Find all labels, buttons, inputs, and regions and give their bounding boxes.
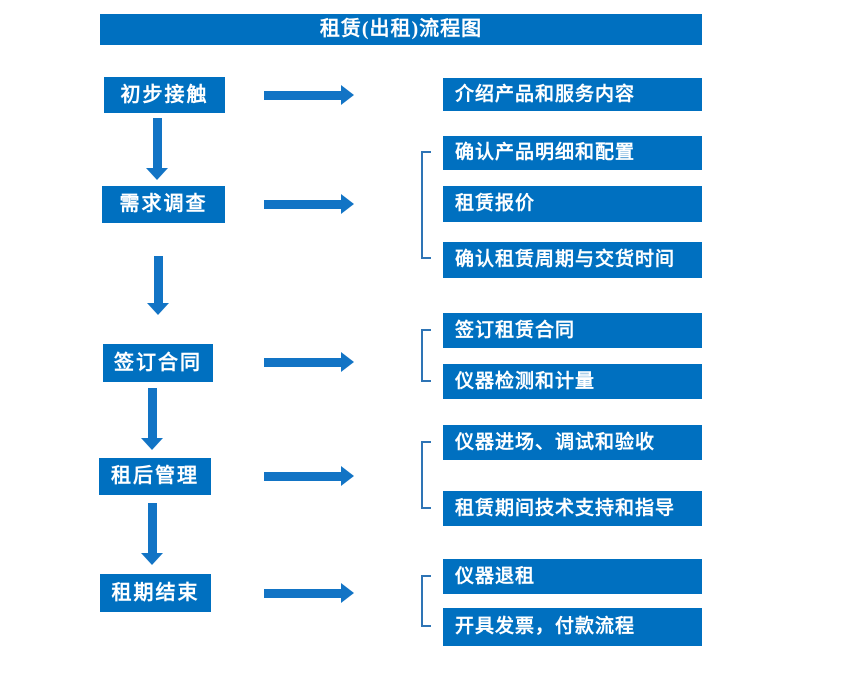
down-arrow-4 <box>141 503 163 565</box>
right-arrow-head <box>341 466 354 486</box>
bracket-connector-group2 <box>421 151 431 259</box>
right-arrow-head <box>341 352 354 372</box>
output-box-instrument-setup: 仪器进场、调试和验收 <box>443 425 702 460</box>
down-arrow-head <box>146 168 168 180</box>
bracket-connector-group3 <box>421 329 431 382</box>
step-box-rental-end: 租期结束 <box>100 574 211 612</box>
output-box-confirm-product-details: 确认产品明细和配置 <box>443 136 702 170</box>
right-arrow-head <box>341 583 354 603</box>
output-box-invoice-payment: 开具发票，付款流程 <box>443 608 702 646</box>
output-box-instrument-testing: 仪器检测和计量 <box>443 364 702 399</box>
flowchart-title: 租赁(出租)流程图 <box>100 14 702 45</box>
output-box-sign-rental-contract: 签订租赁合同 <box>443 313 702 348</box>
right-arrow-2 <box>264 194 354 214</box>
right-arrow-shaft <box>264 588 341 598</box>
down-arrow-head <box>141 553 163 565</box>
down-arrow-shaft <box>147 503 157 553</box>
right-arrow-head <box>341 194 354 214</box>
down-arrow-shaft <box>152 118 162 168</box>
output-box-confirm-rental-period: 确认租赁周期与交货时间 <box>443 242 702 278</box>
down-arrow-2 <box>147 256 169 315</box>
right-arrow-shaft <box>264 199 341 209</box>
right-arrow-5 <box>264 583 354 603</box>
right-arrow-4 <box>264 466 354 486</box>
down-arrow-3 <box>141 388 163 450</box>
output-box-technical-support: 租赁期间技术支持和指导 <box>443 491 702 526</box>
down-arrow-shaft <box>153 256 163 303</box>
bracket-connector-group5 <box>421 575 431 627</box>
right-arrow-3 <box>264 352 354 372</box>
output-box-instrument-return: 仪器退租 <box>443 559 702 594</box>
right-arrow-shaft <box>264 90 341 100</box>
output-box-rental-quotation: 租赁报价 <box>443 186 702 222</box>
bracket-connector-group4 <box>421 441 431 509</box>
step-box-post-rental-management: 租后管理 <box>99 458 211 495</box>
output-box-introduce-products: 介绍产品和服务内容 <box>443 78 702 111</box>
step-box-initial-contact: 初步接触 <box>104 77 225 113</box>
down-arrow-1 <box>146 118 168 180</box>
step-box-sign-contract: 签订合同 <box>103 344 213 382</box>
down-arrow-shaft <box>147 388 157 438</box>
down-arrow-head <box>141 438 163 450</box>
down-arrow-head <box>147 303 169 315</box>
right-arrow-1 <box>264 85 354 105</box>
right-arrow-head <box>341 85 354 105</box>
step-box-demand-survey: 需求调查 <box>102 186 225 223</box>
right-arrow-shaft <box>264 357 341 367</box>
right-arrow-shaft <box>264 471 341 481</box>
